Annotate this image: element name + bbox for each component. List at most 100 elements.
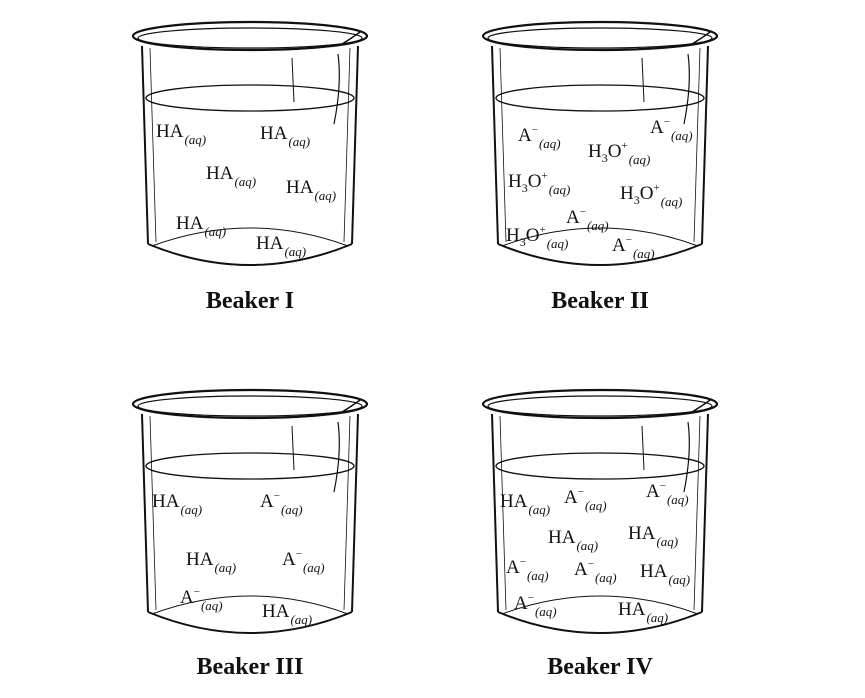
species-state: (aq) — [594, 570, 617, 585]
species-subscript: 3 — [521, 181, 528, 195]
species-formula: HA — [260, 123, 288, 144]
species-state: (aq) — [180, 502, 203, 517]
beaker-panel-1: Beaker I HA(aq)HA(aq)HA(aq)HA(aq)HA(aq)H… — [120, 14, 380, 324]
beaker-bottom-front — [497, 611, 703, 634]
species-formula: A — [574, 559, 588, 580]
beaker-right-wall-inner — [343, 415, 351, 611]
species-charge: − — [659, 480, 666, 492]
beaker-3-caption: Beaker III — [196, 654, 304, 680]
species-label: A−(aq) — [646, 480, 689, 507]
species-label: H3O+(aq) — [506, 224, 568, 251]
species-label: HA(aq) — [286, 177, 336, 202]
species-formula: A — [282, 549, 296, 570]
beaker-right-wall-inner — [693, 47, 701, 243]
beaker-rim-outer — [131, 388, 369, 420]
beaker-inner-line — [641, 57, 645, 103]
species-formula: HA — [176, 213, 204, 234]
species-formula: A — [518, 125, 532, 146]
species-charge: + — [539, 224, 546, 236]
beaker-4-caption: Beaker IV — [547, 654, 653, 680]
species-formula: HA — [156, 121, 184, 142]
beaker-bottom-front — [147, 611, 353, 634]
species-label: A−(aq) — [650, 117, 693, 143]
species-state: (aq) — [314, 188, 337, 203]
species-label: A−(aq) — [574, 559, 617, 585]
beaker-right-wall — [701, 45, 709, 245]
species-formula: HA — [640, 561, 668, 582]
species-charge: − — [625, 234, 632, 246]
species-formula: HA — [206, 163, 234, 184]
species-label: H3O+(aq) — [620, 183, 682, 209]
species-formula: HA — [186, 549, 214, 570]
species-label: HA(aq) — [186, 549, 236, 574]
species-formula: A — [650, 117, 664, 138]
species-formula: A — [260, 491, 274, 512]
beaker-spout — [341, 399, 361, 413]
species-formula: A — [566, 207, 580, 228]
species-label: HA(aq) — [628, 524, 678, 548]
beaker-rim-inner — [487, 27, 713, 49]
species-state: (aq) — [534, 604, 557, 619]
species-formula2: O — [607, 141, 622, 162]
species-state: (aq) — [280, 502, 303, 517]
species-formula: A — [514, 593, 528, 614]
beaker-spout — [341, 31, 361, 45]
species-formula2: O — [525, 225, 540, 246]
beaker-left-wall — [141, 45, 149, 245]
species-charge: − — [577, 486, 584, 498]
beaker-reflection — [683, 53, 690, 125]
beaker-rim-inner — [137, 395, 363, 417]
species-formula: HA — [500, 491, 528, 512]
species-formula: H — [620, 183, 634, 204]
species-state: (aq) — [546, 236, 569, 251]
species-formula: A — [646, 481, 660, 502]
species-label: HA(aq) — [618, 600, 668, 624]
species-label: A−(aq) — [260, 490, 303, 517]
species-formula: HA — [256, 233, 284, 254]
species-label: H3O+(aq) — [508, 171, 570, 197]
species-state: (aq) — [660, 194, 683, 209]
beaker-panel-3: Beaker III HA(aq)A−(aq)HA(aq)A−(aq)A−(aq… — [120, 382, 380, 692]
species-state: (aq) — [526, 568, 549, 583]
beaker-right-wall-inner — [693, 415, 701, 611]
species-state: (aq) — [538, 136, 561, 151]
species-state: (aq) — [548, 182, 571, 197]
beaker-left-wall-inner — [149, 47, 157, 243]
species-state: (aq) — [234, 174, 257, 189]
species-formula: H — [506, 225, 520, 246]
beaker-right-wall — [351, 45, 359, 245]
species-label: HA(aq) — [176, 213, 226, 238]
species-state: (aq) — [204, 224, 227, 239]
beaker-bottom-front — [497, 243, 703, 266]
beaker-3-drawing — [131, 388, 369, 634]
species-label: HA(aq) — [256, 233, 306, 258]
species-charge: − — [531, 124, 538, 136]
species-label: HA(aq) — [500, 491, 550, 516]
beaker-inner-line — [641, 425, 645, 471]
species-formula: H — [508, 171, 522, 192]
species-label: A−(aq) — [612, 234, 655, 261]
beaker-rim-inner — [137, 27, 363, 49]
species-label: H3O+(aq) — [588, 141, 650, 167]
species-state: (aq) — [214, 560, 237, 575]
species-state: (aq) — [632, 246, 655, 261]
species-label: A−(aq) — [506, 557, 549, 583]
species-label: A−(aq) — [518, 124, 561, 151]
beaker-inner-line — [291, 57, 295, 103]
liquid-surface — [495, 452, 705, 480]
species-charge: − — [295, 548, 302, 560]
species-formula: HA — [548, 527, 576, 548]
beaker-left-wall — [491, 413, 499, 613]
species-label: HA(aq) — [260, 123, 310, 148]
beaker-4-drawing — [481, 388, 719, 634]
species-state: (aq) — [200, 598, 223, 613]
species-state: (aq) — [576, 538, 599, 553]
species-formula: HA — [286, 177, 314, 198]
liquid-surface — [495, 84, 705, 112]
species-state: (aq) — [628, 152, 651, 167]
species-charge: − — [273, 490, 280, 502]
species-formula: A — [506, 557, 520, 578]
species-formula: HA — [262, 601, 290, 622]
species-label: HA(aq) — [548, 527, 598, 552]
beaker-rim-inner — [487, 395, 713, 417]
